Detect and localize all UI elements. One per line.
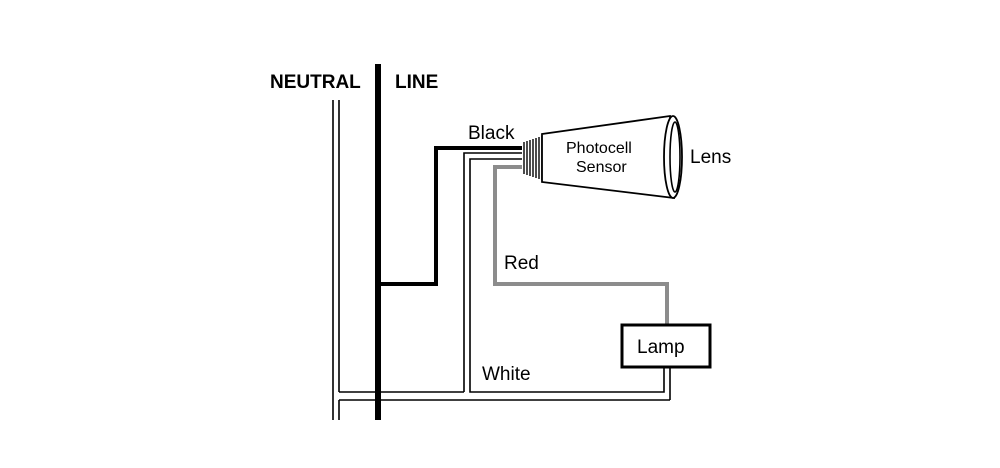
- neutral-label: NEUTRAL: [270, 72, 361, 93]
- photocell-sensor: [522, 114, 683, 200]
- white-wire-label: White: [482, 364, 531, 385]
- sensor-label-line1: Photocell: [566, 140, 632, 157]
- lamp-box: [620, 323, 712, 369]
- red-wire: [493, 165, 669, 325]
- lens-label: Lens: [690, 147, 731, 168]
- black-wire-label: Black: [468, 123, 515, 144]
- line-label: LINE: [395, 72, 438, 93]
- black-wire: [378, 146, 528, 286]
- white-wire: [463, 152, 671, 400]
- sensor-label-line2: Sensor: [576, 159, 627, 176]
- neutral-bus: [332, 100, 670, 420]
- red-wire-label: Red: [504, 253, 539, 274]
- lamp-label: Lamp: [637, 337, 685, 358]
